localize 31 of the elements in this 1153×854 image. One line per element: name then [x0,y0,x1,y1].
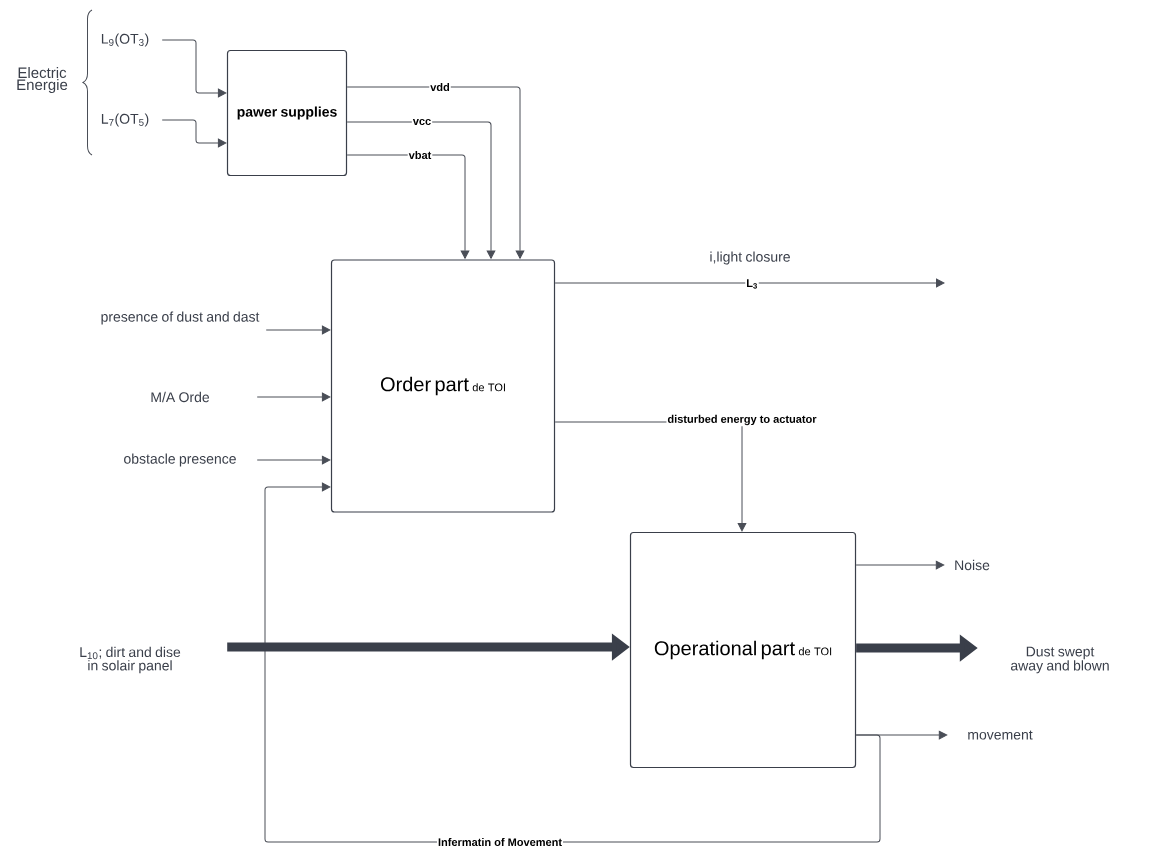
edge-label: vcc [411,118,433,126]
text-label: i,light closure [710,251,790,265]
arrow [346,86,525,259]
arrow [265,325,331,335]
signal-label: movement [968,730,1033,740]
edge-label: Infermatin of Movement [436,836,564,848]
signal-label: Dust swept away and blown [1010,646,1109,674]
process-box: pawer supplies [226,49,348,177]
arrow [554,278,945,288]
signal-label: Noise [955,559,990,571]
edge-label: vbat [407,149,433,161]
arrow [855,560,945,570]
signal-label: L$_{9}$(OT$_{3}$) [101,33,149,47]
process-box: Order part de TOI [330,259,556,513]
signal-label: obstacle presence [124,453,236,467]
arrow [346,154,470,259]
edge-label: L$_{3}$ [745,278,759,290]
arrow [256,392,331,402]
signal-label: L$_{10}$; dirt and dise in solair panel [80,646,181,674]
edge-label: disturbed energy to actuator [666,413,818,427]
signal-label: presence of dust and dast [101,311,260,325]
arrow [346,121,496,259]
arrow [161,39,227,98]
arrow [161,119,227,148]
arrow [855,730,948,740]
arrow [256,455,331,465]
text-label: Electric Energie [17,67,68,93]
edge-label: vdd [429,81,451,93]
process-box: Operational part de TOI [629,531,857,769]
signal-label: L$_{7}$(OT$_{5}$) [101,113,149,127]
signal-label: M/A Orde [151,391,210,403]
